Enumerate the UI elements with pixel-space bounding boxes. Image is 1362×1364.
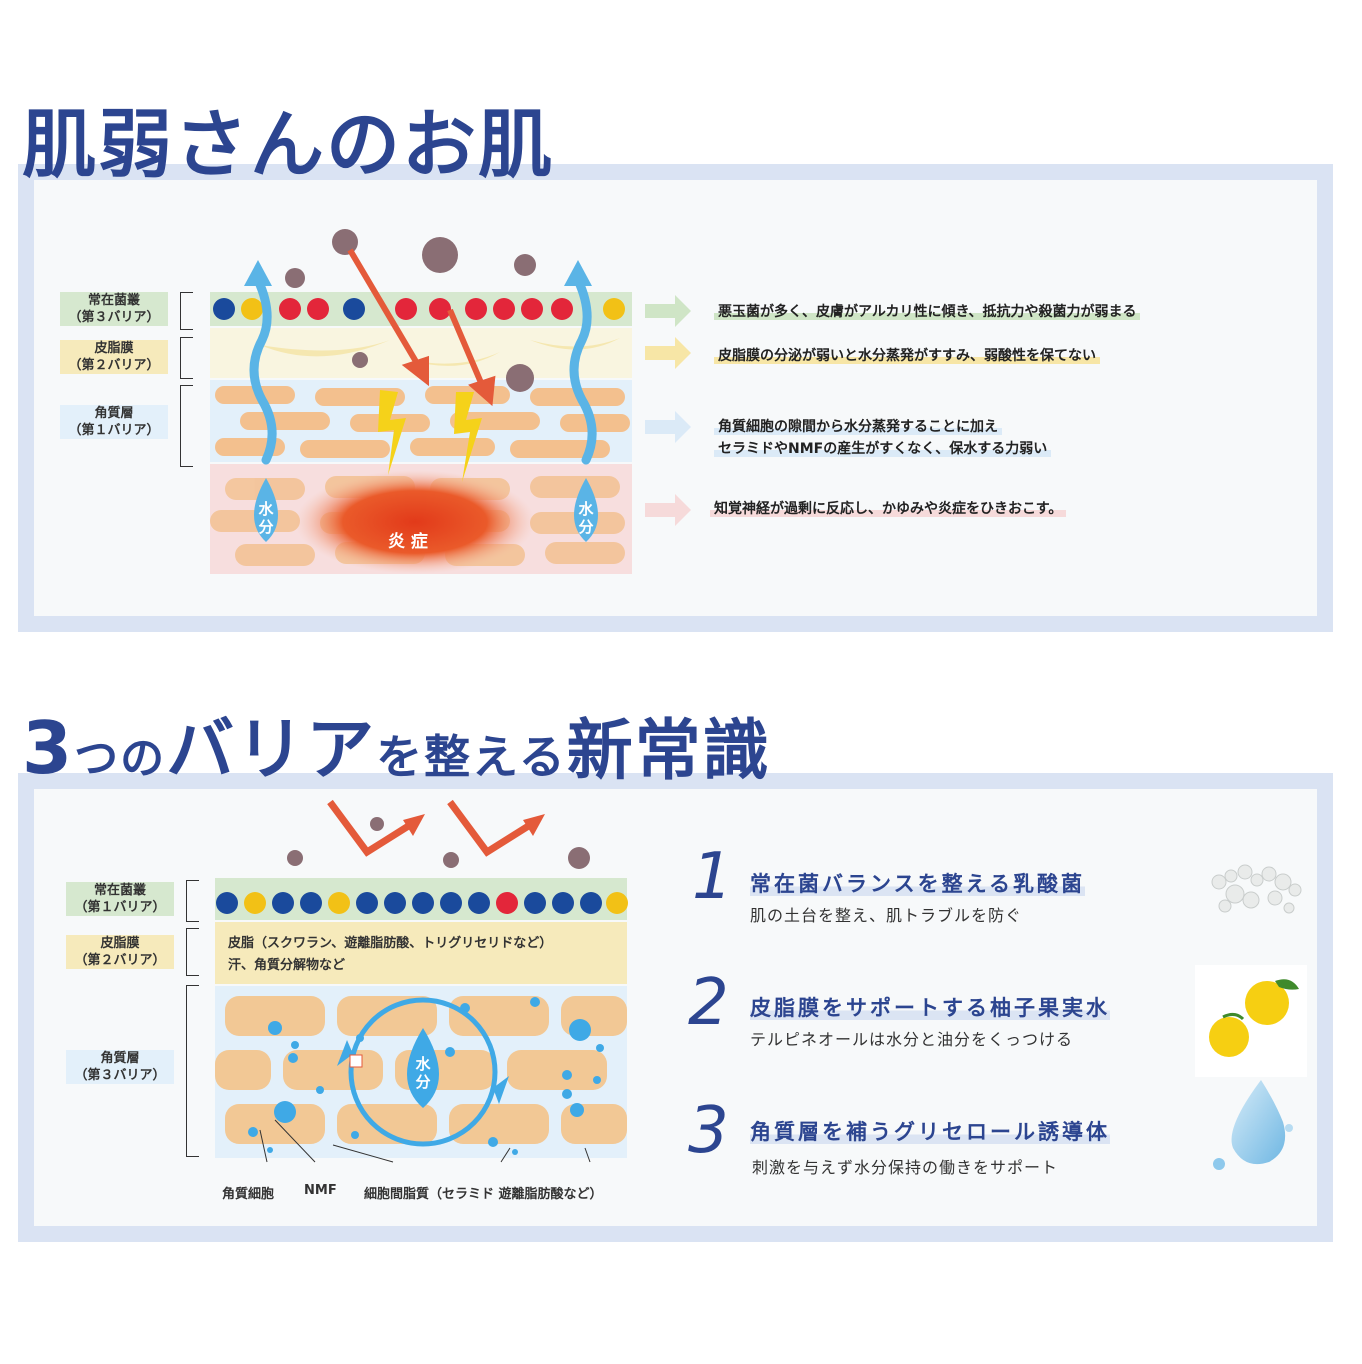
layer-label-line: （第１バリア） xyxy=(74,900,166,915)
sebum-line: 汗、角質分解物など xyxy=(228,958,346,973)
bracket xyxy=(180,292,193,330)
water-drop-icon xyxy=(1213,1080,1293,1170)
layer-label-sebum-2: 皮脂膜 （第２バリア） xyxy=(66,935,174,969)
skin-diagram-weak xyxy=(210,229,632,574)
layer-label-sebum: 皮脂膜 （第２バリア） xyxy=(60,340,168,374)
feature-title-1: 常在菌バランスを整える乳酸菌 xyxy=(750,868,1085,898)
bacteria-row xyxy=(216,892,628,914)
sebum-description: 皮脂（スクワラン、遊離脂肪酸、トリグリセリドなど） 汗、角質分解物など xyxy=(228,933,552,977)
layer-label-stratum-2: 角質層 （第３バリア） xyxy=(66,1050,174,1084)
pointer-arrows xyxy=(645,295,691,526)
inflammation-label: 炎 症 xyxy=(388,532,428,552)
feature-title-text: 常在菌バランスを整える乳酸菌 xyxy=(750,872,1085,896)
description-line: 皮脂膜の分泌が弱いと水分蒸発がすすみ、弱酸性を保てない xyxy=(714,348,1100,364)
sebum-line: 皮脂（スクワラン、遊離脂肪酸、トリグリセリドなど） xyxy=(228,936,553,951)
nmf-dots xyxy=(248,997,604,1155)
circulation-ring xyxy=(348,997,498,1147)
label-intercellular-lipid: 細胞間脂質（セラミド 遊離脂肪酸など） xyxy=(364,1187,603,1202)
lactic-acid-bacteria-icon xyxy=(1211,864,1302,914)
section2-title: 3つのバリアを整える新常識 xyxy=(22,712,771,785)
yuzu-fruit-icon xyxy=(1195,965,1307,1077)
feature-number-1: 1 xyxy=(692,840,733,914)
arrow-head xyxy=(403,814,425,836)
layer-label-line: 皮脂膜 xyxy=(94,341,134,356)
feature-title-2: 皮脂膜をサポートする柚子果実水 xyxy=(750,992,1110,1022)
layer-label-bacteria: 常在菌叢 （第３バリア） xyxy=(60,292,168,326)
attack-arrows xyxy=(347,248,496,407)
arrow-head xyxy=(337,1040,353,1066)
description-line: 悪玉菌が多く、皮膚がアルカリ性に傾き、抵抗力や殺菌力が弱まる xyxy=(714,304,1141,320)
layer-label-line: 常在菌叢 xyxy=(93,883,146,898)
description-stratum: 角質細胞の隙間から水分蒸発することに加え セラミドやNMFの産生がすくなく、保水… xyxy=(714,416,1052,460)
feature-number-3: 3 xyxy=(688,1094,729,1168)
sebum-blob xyxy=(260,340,390,357)
water-drop-right xyxy=(574,478,598,542)
layer-label-stratum: 角質層 （第１バリア） xyxy=(60,405,168,439)
layer-label-line: （第１バリア） xyxy=(68,423,160,438)
layer-label-line: （第３バリア） xyxy=(74,1068,166,1083)
leader-lines xyxy=(259,1119,591,1163)
inflammation-area xyxy=(295,470,535,574)
evaporation-arrows xyxy=(249,275,597,465)
skin-diagram-healthy xyxy=(215,799,628,1163)
title-part: 3 xyxy=(22,706,75,790)
feature-subtitle-2: テルピネオールは水分と油分をくっつける xyxy=(750,1030,1074,1049)
germ-icons xyxy=(287,817,590,869)
bracket xyxy=(180,337,193,379)
water-label-left: 水分 xyxy=(258,500,274,536)
arrow-head xyxy=(493,1076,509,1104)
arrow-head xyxy=(523,814,545,836)
feature-number-2: 2 xyxy=(688,966,729,1040)
section1-title: 肌弱さんのお肌 xyxy=(22,102,554,188)
layer-label-line: 常在菌叢 xyxy=(87,293,140,308)
label-corneocyte: 角質細胞 xyxy=(222,1187,275,1202)
title-part: を整える xyxy=(376,730,567,784)
bounce-arrows xyxy=(327,799,532,857)
feature-title-text: 皮脂膜をサポートする柚子果実水 xyxy=(750,996,1110,1020)
description-nerve: 知覚神経が過剰に反応し、かゆみや炎症をひきおこす。 xyxy=(710,498,1067,520)
description-line: 角質細胞の隙間から水分蒸発することに加え xyxy=(714,419,1002,435)
lightning-icons xyxy=(378,390,482,482)
bracket xyxy=(180,385,193,467)
water-label-right: 水分 xyxy=(578,500,594,536)
title-part: つの xyxy=(74,733,167,784)
layer-label-line: 皮脂膜 xyxy=(100,936,140,951)
description-line: 知覚神経が過剰に反応し、かゆみや炎症をひきおこす。 xyxy=(710,501,1067,517)
feature-title-3: 角質層を補うグリセロール誘導体 xyxy=(750,1116,1110,1146)
arrow-head xyxy=(564,260,592,286)
corneocytes xyxy=(215,996,627,1144)
bracket xyxy=(186,985,199,1157)
layer-label-line: 角質層 xyxy=(94,406,134,421)
layer-label-line: 角質層 xyxy=(100,1051,140,1066)
label-nmf: NMF xyxy=(304,1183,337,1198)
layer-label-line: （第３バリア） xyxy=(68,310,160,325)
description-line: セラミドやNMFの産生がすくなく、保水する力弱い xyxy=(714,441,1052,457)
bracket xyxy=(186,928,199,976)
sebum-layer xyxy=(215,922,627,984)
bracket xyxy=(186,880,199,922)
arrow-head xyxy=(244,260,272,286)
sebum-blob xyxy=(410,352,500,366)
title-part: バリア xyxy=(166,711,377,790)
germ-icons xyxy=(285,229,536,392)
lipid-marker xyxy=(349,1054,363,1068)
sebum-blob xyxy=(530,338,620,350)
bacteria-row xyxy=(213,298,625,320)
layer-label-line: （第２バリア） xyxy=(74,953,166,968)
layer-label-bacteria-2: 常在菌叢 （第１バリア） xyxy=(66,882,174,916)
description-bacteria: 悪玉菌が多く、皮膚がアルカリ性に傾き、抵抗力や殺菌力が弱まる xyxy=(714,301,1141,323)
layer-label-line: （第２バリア） xyxy=(68,358,160,373)
description-sebum: 皮脂膜の分泌が弱いと水分蒸発がすすみ、弱酸性を保てない xyxy=(714,345,1100,367)
feature-subtitle-1: 肌の土台を整え、肌トラブルを防ぐ xyxy=(750,906,1023,925)
title-part: 新常識 xyxy=(566,712,771,789)
water-label-center: 水分 xyxy=(415,1055,431,1091)
feature-title-text: 角質層を補うグリセロール誘導体 xyxy=(750,1120,1110,1144)
water-drop xyxy=(407,1028,439,1108)
feature-subtitle-3: 刺激を与えず水分保持の働きをサポート xyxy=(752,1158,1059,1177)
water-drop-left xyxy=(254,478,278,542)
